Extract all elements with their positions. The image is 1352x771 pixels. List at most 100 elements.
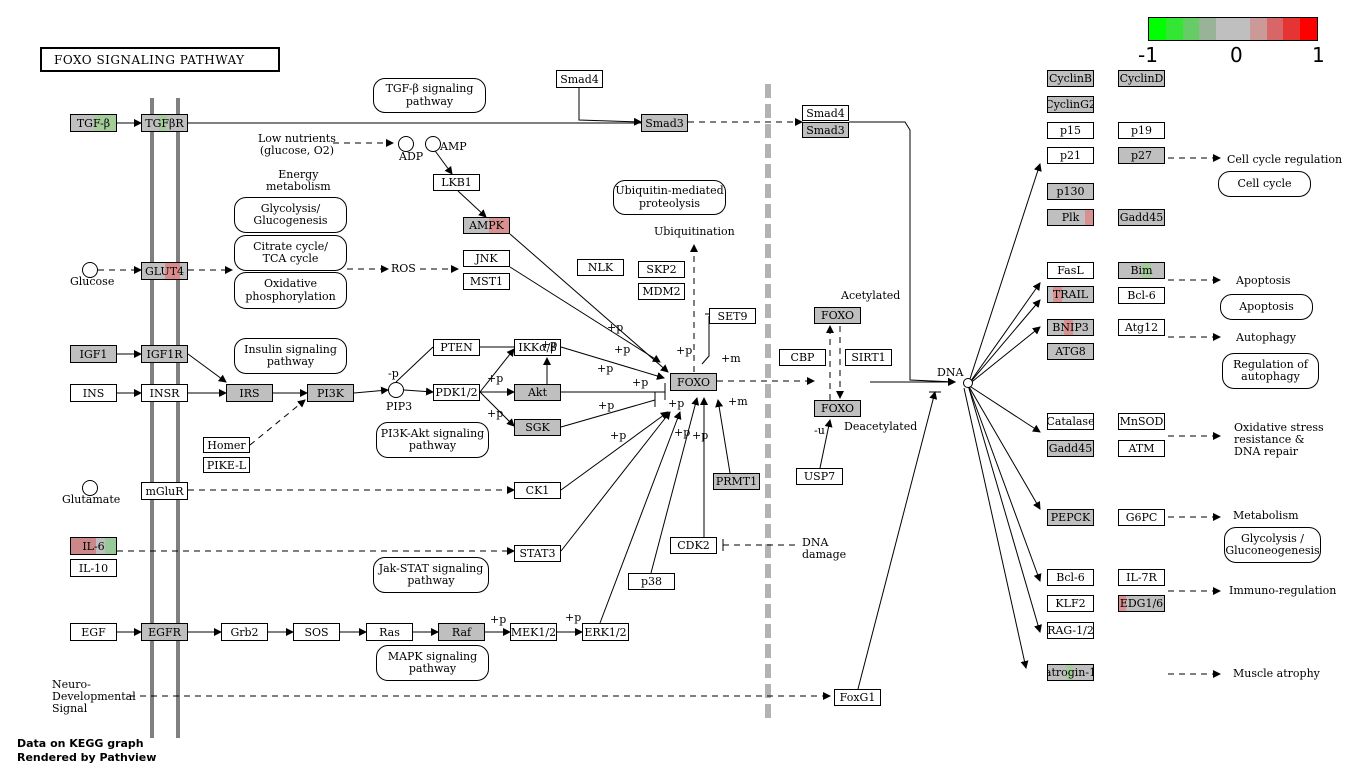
gene-atg12[interactable]: Atg12: [1118, 319, 1165, 336]
gene-ras[interactable]: Ras: [366, 623, 413, 641]
pathway-link-glyco[interactable]: Glycolysis/ Glucogenesis: [234, 197, 347, 233]
gene-mst1[interactable]: MST1: [463, 273, 510, 290]
gene-pikel[interactable]: PIKE-L: [203, 457, 250, 473]
gene-p21[interactable]: p21: [1047, 147, 1094, 164]
gene-set9[interactable]: SET9: [709, 308, 756, 324]
pathway-link-jak[interactable]: Jak-STAT signaling pathway: [373, 557, 489, 593]
pathway-link-ubi[interactable]: Ubiquitin-mediated proteolysis: [613, 180, 726, 215]
pathway-link-cellcycle[interactable]: Cell cycle: [1218, 171, 1311, 197]
gene-p27[interactable]: p27: [1118, 147, 1165, 164]
gene-irs[interactable]: IRS: [226, 384, 273, 402]
gene-il10[interactable]: IL-10: [70, 559, 117, 577]
gene-p19[interactable]: p19: [1118, 122, 1165, 139]
gene-cbp[interactable]: CBP: [779, 349, 826, 366]
gene-tgfb[interactable]: TGF-β: [70, 114, 117, 132]
gene-smad3[interactable]: Smad3: [641, 114, 688, 132]
pathway-link-oxphos[interactable]: Oxidative phosphorylation: [234, 272, 347, 309]
compound-node[interactable]: [82, 480, 98, 496]
gene-prmt1[interactable]: PRMT1: [713, 473, 760, 490]
gene-trail[interactable]: TRAIL: [1047, 286, 1094, 303]
pathway-link-citrate[interactable]: Citrate cycle/ TCA cycle: [234, 235, 347, 271]
gene-stat3[interactable]: STAT3: [514, 545, 561, 562]
gene-tgfbr[interactable]: TGFβR: [141, 114, 188, 132]
pathway-link-insulin[interactable]: Insulin signaling pathway: [234, 338, 347, 374]
gene-il7r[interactable]: IL-7R: [1118, 569, 1165, 586]
gene-pi3k[interactable]: PI3K: [307, 384, 354, 402]
gene-jnk[interactable]: JNK: [463, 250, 510, 267]
gene-sirt1[interactable]: SIRT1: [845, 349, 892, 366]
pathway-link-tgfb_sig[interactable]: TGF-β signaling pathway: [373, 78, 486, 113]
compound-node[interactable]: [398, 136, 414, 152]
gene-erk[interactable]: ERK1/2: [582, 623, 629, 641]
gene-sgk[interactable]: SGK: [514, 419, 561, 436]
gene-cyclinb[interactable]: CyclinB: [1047, 70, 1094, 87]
gene-bcl6[interactable]: Bcl-6: [1118, 287, 1165, 304]
gene-igf1r[interactable]: IGF1R: [141, 345, 188, 363]
compound-node[interactable]: [388, 382, 404, 398]
gene-klf2[interactable]: KLF2: [1047, 595, 1094, 612]
gene-pdk[interactable]: PDK1/2: [433, 384, 480, 401]
gene-gadd45a[interactable]: Gadd45: [1118, 209, 1165, 226]
gene-smad4_top[interactable]: Smad4: [556, 70, 603, 88]
pathway-link-apoptosis[interactable]: Apoptosis: [1220, 294, 1313, 320]
gene-mnsod[interactable]: MnSOD: [1118, 413, 1165, 430]
gene-foxo_ac[interactable]: FOXO: [814, 307, 861, 324]
gene-igf1[interactable]: IGF1: [70, 345, 117, 363]
gene-grb2[interactable]: Grb2: [221, 623, 268, 641]
gene-plk[interactable]: Plk: [1047, 209, 1094, 226]
gene-mglur[interactable]: mGluR: [141, 482, 188, 500]
gene-atm[interactable]: ATM: [1118, 440, 1165, 457]
gene-smad4_n[interactable]: Smad4: [802, 105, 849, 121]
gene-skp2[interactable]: SKP2: [638, 261, 685, 278]
pathway-link-autophagy[interactable]: Regulation of autophagy: [1222, 353, 1319, 389]
gene-catalase[interactable]: Catalase: [1047, 413, 1094, 430]
gene-egf[interactable]: EGF: [70, 623, 117, 641]
gene-glut4[interactable]: GLUT4: [141, 262, 188, 280]
label-glutamate: Glutamate: [62, 493, 121, 506]
compound-node[interactable]: [82, 262, 98, 278]
gene-atrogin[interactable]: atrogin-1: [1047, 664, 1094, 681]
compound-node[interactable]: [963, 378, 973, 388]
gene-foxg1[interactable]: FoxG1: [834, 689, 881, 706]
gene-edg[interactable]: EDG1/6: [1118, 595, 1165, 612]
gene-lkb1[interactable]: LKB1: [433, 174, 480, 191]
gene-p130[interactable]: p130: [1047, 183, 1094, 200]
gene-mek[interactable]: MEK1/2: [510, 623, 557, 641]
pathway-link-glyco2[interactable]: Glycolysis / Gluconeogenesis: [1224, 527, 1321, 563]
gene-foxo[interactable]: FOXO: [670, 373, 717, 391]
gene-sos[interactable]: SOS: [293, 623, 340, 641]
gene-bcl6b[interactable]: Bcl-6: [1047, 569, 1094, 586]
gene-egfr[interactable]: EGFR: [141, 623, 188, 641]
gene-pten[interactable]: PTEN: [433, 339, 480, 356]
gene-bim[interactable]: Bim: [1118, 262, 1165, 279]
gene-ampk[interactable]: AMPK: [463, 217, 510, 234]
gene-gadd45b[interactable]: Gadd45: [1047, 440, 1094, 457]
gene-nlk[interactable]: NLK: [577, 259, 624, 276]
gene-cyclinG2[interactable]: CyclinG2: [1047, 96, 1094, 113]
gene-usp7[interactable]: USP7: [796, 468, 843, 485]
gene-cdk2[interactable]: CDK2: [670, 537, 717, 554]
gene-rag[interactable]: RAG-1/2: [1047, 622, 1094, 639]
gene-bnip3[interactable]: BNIP3: [1047, 319, 1094, 336]
gene-foxo_deac[interactable]: FOXO: [814, 400, 861, 417]
gene-g6pc[interactable]: G6PC: [1118, 509, 1165, 526]
pathway-link-mapk[interactable]: MAPK signaling pathway: [376, 645, 489, 681]
gene-ins[interactable]: INS: [70, 384, 117, 402]
gene-atg8[interactable]: ATG8: [1047, 343, 1094, 360]
gene-ck1[interactable]: CK1: [514, 482, 561, 499]
gene-il6[interactable]: IL-6: [70, 537, 117, 555]
gene-mdm2[interactable]: MDM2: [638, 283, 685, 300]
pathway-link-pi3k_akt[interactable]: PI3K-Akt signaling pathway: [376, 422, 489, 458]
compound-node[interactable]: [425, 136, 441, 152]
gene-raf[interactable]: Raf: [438, 623, 485, 641]
gene-ikk[interactable]: IKKα/β: [514, 339, 561, 356]
gene-cyclind[interactable]: CyclinD: [1118, 70, 1165, 87]
gene-p38[interactable]: p38: [628, 573, 675, 590]
gene-insr[interactable]: INSR: [141, 384, 188, 402]
gene-p15[interactable]: p15: [1047, 122, 1094, 139]
gene-fasl[interactable]: FasL: [1047, 262, 1094, 279]
gene-akt[interactable]: Akt: [514, 384, 561, 401]
gene-homer[interactable]: Homer: [203, 437, 250, 453]
gene-smad3_n[interactable]: Smad3: [802, 122, 849, 138]
gene-pepck[interactable]: PEPCK: [1047, 509, 1094, 526]
